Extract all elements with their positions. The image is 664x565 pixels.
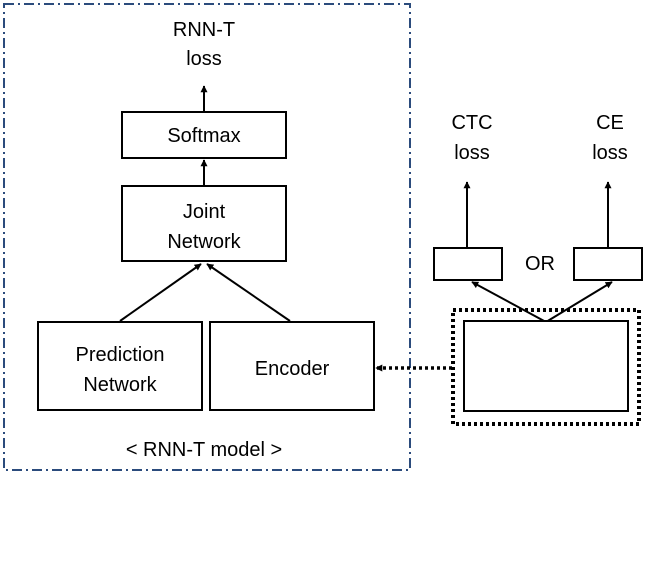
joint-network-label-line2: Network (167, 231, 241, 253)
prediction-network-label-line1: Prediction (76, 344, 165, 366)
softmax-label: Softmax (167, 125, 240, 147)
pretrain-encoder-dotted-frame (451, 308, 641, 426)
prediction-network-box (37, 321, 203, 411)
rnnt-loss-label-line2: loss (186, 48, 222, 70)
softmax-box (121, 111, 287, 159)
encoder-box (209, 321, 375, 411)
encoder-label: Encoder (255, 358, 330, 380)
encoder-to-joint-arrow (206, 263, 291, 322)
rnnt-model-frame (3, 3, 411, 471)
ce-head-box (573, 247, 643, 281)
rnnt-loss-label-line1: RNN-T (173, 19, 235, 41)
ctc-loss-label-line2: loss (454, 142, 490, 164)
joint-network-label-line1: Joint (183, 201, 226, 223)
pretrain-to-ce-arrow (545, 281, 613, 323)
prediction-to-joint-arrow (119, 263, 202, 322)
ce-loss-label-line2: loss (592, 142, 628, 164)
prediction-network-label-line2: Network (83, 374, 157, 396)
ce-loss-label-line1: CE (596, 112, 624, 134)
pretrain-encoder-box (463, 320, 629, 412)
ctc-loss-label-line1: CTC (451, 112, 492, 134)
or-label: OR (525, 253, 555, 275)
ctc-head-box (433, 247, 503, 281)
pretrain-to-ctc-arrow (471, 281, 547, 323)
rnnt-model-caption: < RNN-T model > (126, 439, 282, 461)
joint-network-box (121, 185, 287, 262)
